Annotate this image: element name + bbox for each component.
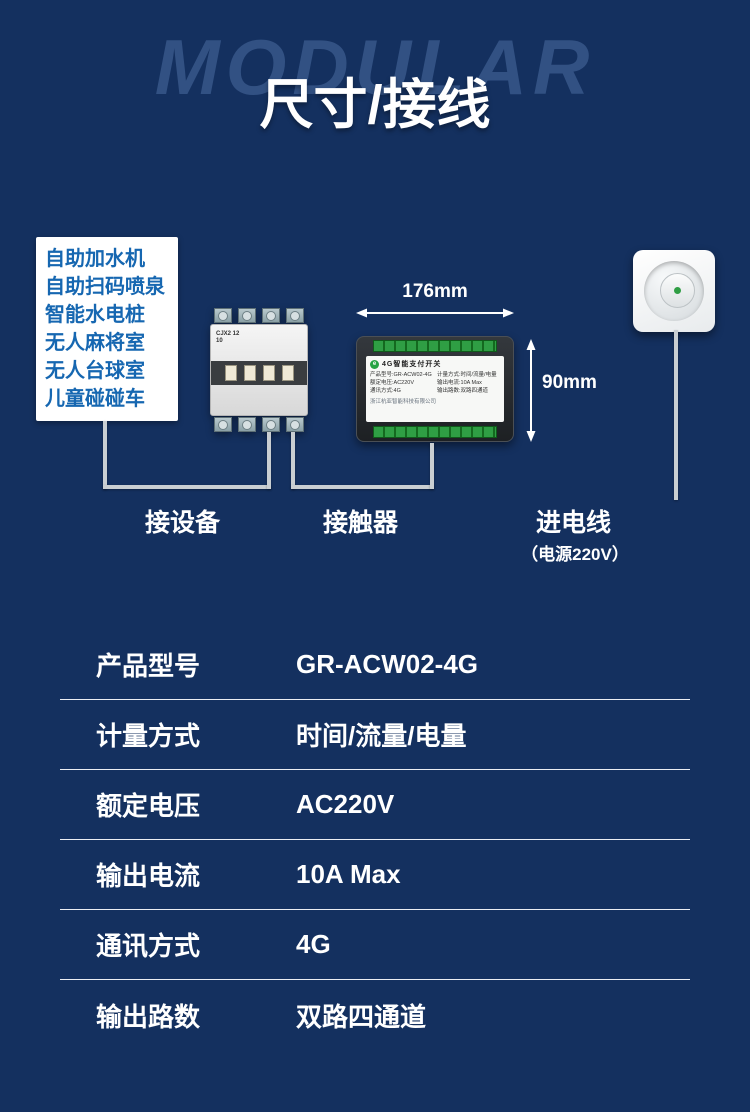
switch-device-image: e 4G智能支付开关 产品型号:GR-ACW02-4G 额定电压:AC220V …: [356, 336, 514, 442]
table-row: 额定电压 AC220V: [60, 770, 690, 840]
page-title: 尺寸/接线: [259, 75, 491, 135]
brand-logo-icon: e: [370, 359, 379, 369]
spec-value: 双路四通道: [296, 1001, 427, 1032]
label-connect-device: 接设备: [145, 509, 221, 537]
device-label-line: 输出电流:10A Max: [437, 380, 482, 386]
wire-contactor: [291, 432, 295, 489]
spec-value: 4G: [296, 929, 331, 959]
socket-well: [644, 261, 704, 321]
terminal-screw: [214, 417, 232, 432]
wall-socket-image: [633, 250, 715, 332]
application-item: 自助扫码喷泉: [45, 276, 165, 298]
spec-value: GR-ACW02-4G: [296, 649, 479, 679]
device-label-left-column: 产品型号:GR-ACW02-4G 额定电压:AC220V 通讯方式:4G: [370, 371, 433, 395]
table-row: 通讯方式 4G: [60, 910, 690, 980]
device-label-line: 额定电压:AC220V: [370, 380, 415, 386]
width-dimension-arrow: [356, 308, 514, 318]
device-label-company: 浙江杭亚智能科技有限公司: [370, 399, 437, 405]
label-power-voltage: （电源220V）: [521, 545, 629, 564]
plug: [660, 273, 695, 308]
height-dimension-label: 90mm: [542, 372, 597, 393]
wire-contactor: [430, 443, 434, 489]
wire-device: [103, 421, 107, 489]
table-row: 输出电流 10A Max: [60, 840, 690, 910]
spec-label: 输出电流: [96, 861, 201, 891]
device-label-line: 产品型号:GR-ACW02-4G: [370, 372, 432, 378]
spec-label: 计量方式: [96, 721, 201, 751]
device-label-line: 通讯方式:4G: [370, 388, 401, 394]
contactor-body: CJX2 12 10: [210, 324, 308, 416]
terminal-strip-top: [373, 340, 497, 352]
terminal-screw: [214, 308, 232, 323]
device-label-line: 计量方式:时间/流量/电量: [437, 372, 497, 378]
device-label-title: 4G智能支付开关: [382, 361, 442, 368]
application-item: 自助加水机: [45, 248, 145, 270]
wire-contactor: [291, 485, 434, 489]
application-item: 智能水电桩: [45, 304, 145, 326]
contactor-bottom-terminals: [210, 417, 308, 432]
contactor-button: [243, 365, 256, 381]
spec-label: 输出路数: [96, 1001, 201, 1032]
label-power-in: 进电线: [536, 509, 612, 537]
contactor-button-band: [211, 361, 307, 385]
terminal-screw: [238, 417, 256, 432]
spec-value: 10A Max: [296, 859, 401, 889]
terminal-screw: [262, 417, 280, 432]
wire-device: [103, 485, 271, 489]
contactor-button: [262, 365, 275, 381]
application-item: 无人台球室: [45, 360, 145, 382]
spec-label: 通讯方式: [96, 931, 201, 961]
watermark-text: MODULAR: [154, 23, 596, 111]
table-row: 输出路数 双路四通道: [60, 980, 690, 1050]
terminal-screw: [286, 308, 304, 323]
power-cable-wire: [674, 330, 678, 500]
contactor-top-terminals: [210, 308, 308, 323]
device-label-right-column: 计量方式:时间/流量/电量 输出电流:10A Max 输出路数:双路四通道: [437, 371, 500, 395]
terminal-screw: [262, 308, 280, 323]
label-contactor: 接触器: [323, 509, 399, 537]
wire-device: [267, 432, 271, 489]
contactor-button: [224, 365, 237, 381]
spec-label: 产品型号: [96, 651, 201, 681]
terminal-screw: [286, 417, 304, 432]
contactor-model-text: CJX2 12 10: [216, 331, 240, 344]
spec-table: 产品型号 GR-ACW02-4G 计量方式 时间/流量/电量 额定电压 AC22…: [60, 630, 690, 1050]
spec-value: 时间/流量/电量: [296, 721, 467, 751]
height-dimension-arrow: [526, 339, 536, 442]
contactor-image: CJX2 12 10: [210, 308, 308, 432]
device-label-line: 输出路数:双路四通道: [437, 388, 489, 394]
table-row: 产品型号 GR-ACW02-4G: [60, 630, 690, 700]
table-row: 计量方式 时间/流量/电量: [60, 700, 690, 770]
spec-value: AC220V: [296, 789, 395, 819]
spec-label: 额定电压: [96, 791, 201, 821]
application-list: 自助加水机 自助扫码喷泉 智能水电桩 无人麻将室 无人台球室 儿童碰碰车: [36, 237, 178, 421]
terminal-screw: [238, 308, 256, 323]
device-label: e 4G智能支付开关 产品型号:GR-ACW02-4G 额定电压:AC220V …: [366, 356, 504, 422]
width-dimension-label: 176mm: [402, 281, 468, 302]
application-item: 儿童碰碰车: [45, 388, 145, 410]
application-item: 无人麻将室: [45, 332, 145, 354]
terminal-strip-bottom: [373, 426, 497, 438]
contactor-button: [281, 365, 294, 381]
